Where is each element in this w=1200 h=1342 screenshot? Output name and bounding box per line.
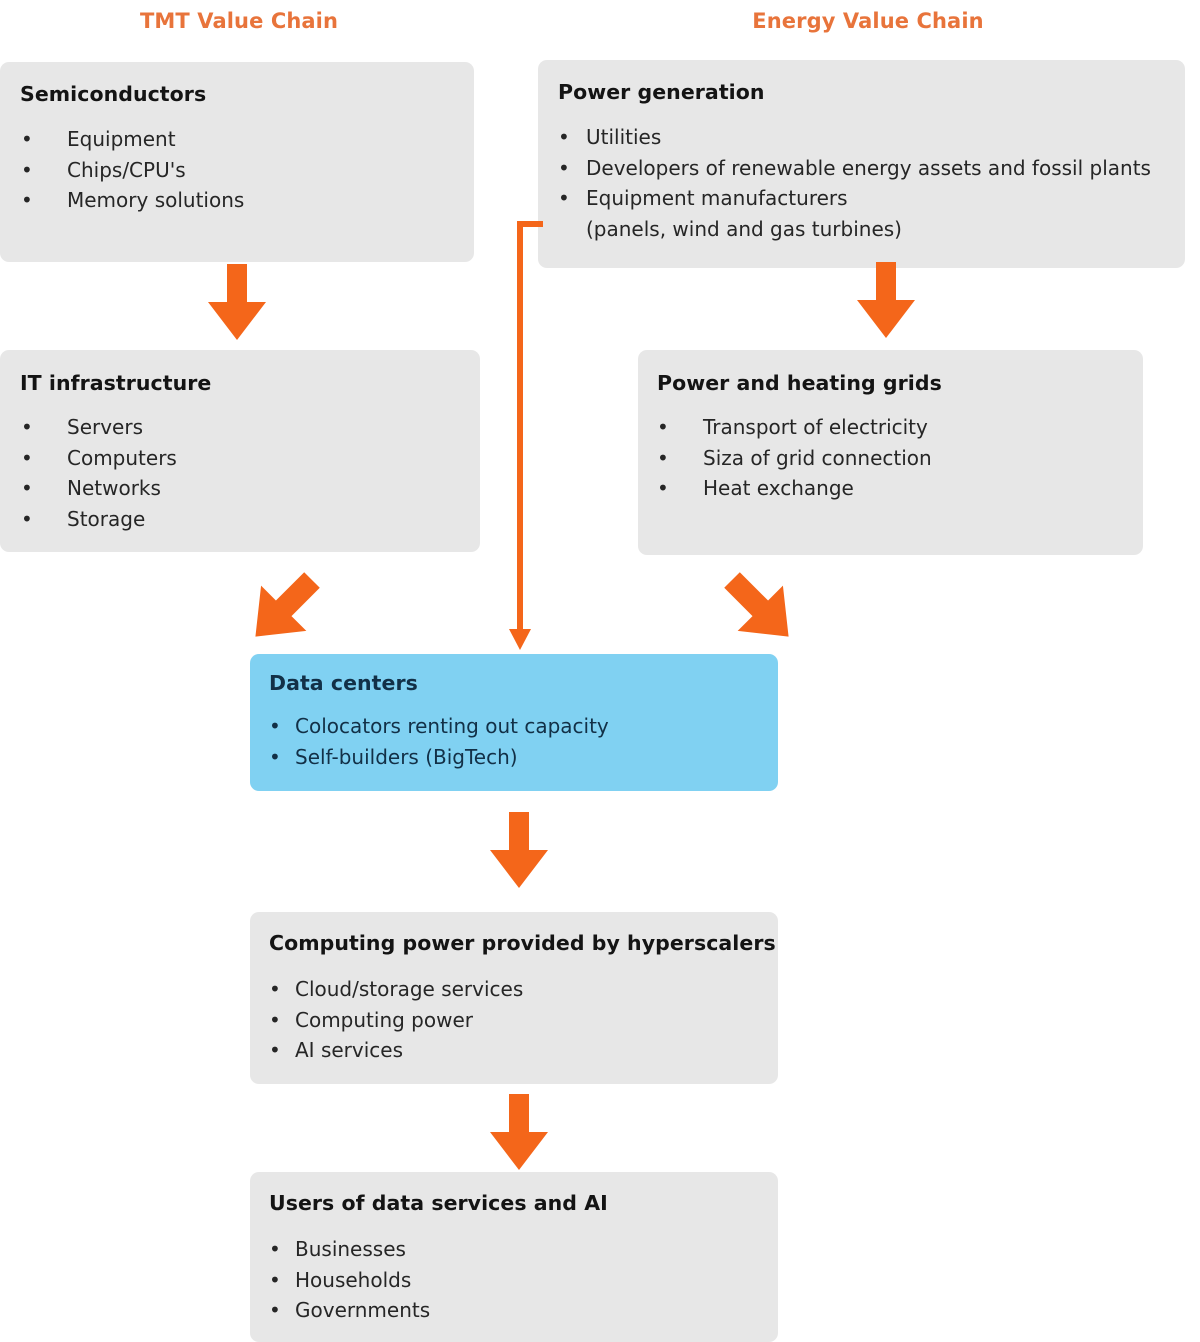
list-item: Computing power bbox=[269, 1005, 523, 1036]
node-title: Computing power provided by hyperscalers bbox=[269, 931, 776, 955]
list-item: Governments bbox=[269, 1295, 430, 1326]
node-hyperscalers[interactable]: Computing power provided by hyperscalers… bbox=[250, 912, 778, 1084]
node-title: IT infrastructure bbox=[20, 371, 212, 395]
node-semiconductors[interactable]: Semiconductors Equipment Chips/CPU's Mem… bbox=[0, 62, 474, 262]
arrow-down-icon bbox=[206, 264, 268, 346]
list-item: Equipment manufacturers (panels, wind an… bbox=[558, 183, 1151, 244]
node-title: Power generation bbox=[558, 80, 765, 104]
node-power-generation[interactable]: Power generation Utilities Developers of… bbox=[538, 60, 1185, 268]
list-item: Storage bbox=[21, 504, 177, 535]
list-item: Servers bbox=[21, 412, 177, 443]
list-item: Colocators renting out capacity bbox=[269, 711, 609, 742]
list-item: Networks bbox=[21, 473, 177, 504]
node-bullet-list: Utilities Developers of renewable energy… bbox=[558, 122, 1151, 244]
node-bullet-list: Servers Computers Networks Storage bbox=[21, 412, 177, 534]
arrow-down-icon bbox=[855, 262, 917, 344]
list-item: Developers of renewable energy assets an… bbox=[558, 153, 1151, 184]
node-title: Data centers bbox=[269, 671, 418, 695]
list-item: AI services bbox=[269, 1035, 523, 1066]
node-bullet-list: Transport of electricity Siza of grid co… bbox=[657, 412, 932, 504]
node-users[interactable]: Users of data services and AI Businesses… bbox=[250, 1172, 778, 1342]
arrow-down-icon bbox=[488, 812, 550, 894]
list-item: Self-builders (BigTech) bbox=[269, 742, 609, 773]
arrow-down-left-icon bbox=[718, 566, 804, 656]
arrow-down-icon bbox=[488, 1094, 550, 1176]
node-it-infrastructure[interactable]: IT infrastructure Servers Computers Netw… bbox=[0, 350, 480, 552]
list-item: Households bbox=[269, 1265, 430, 1296]
list-item: Equipment bbox=[21, 124, 244, 155]
list-item: Memory solutions bbox=[21, 185, 244, 216]
arrow-down-right-icon bbox=[240, 566, 326, 656]
node-bullet-list: Colocators renting out capacity Self-bui… bbox=[269, 711, 609, 772]
elbow-connector-icon bbox=[500, 210, 560, 664]
list-item: Transport of electricity bbox=[657, 412, 932, 443]
node-bullet-list: Businesses Households Governments bbox=[269, 1234, 430, 1326]
node-title: Users of data services and AI bbox=[269, 1191, 608, 1215]
list-item: Chips/CPU's bbox=[21, 155, 244, 186]
list-item: Siza of grid connection bbox=[657, 443, 932, 474]
node-title: Power and heating grids bbox=[657, 371, 942, 395]
list-item: Cloud/storage services bbox=[269, 974, 523, 1005]
node-power-and-heating-grids[interactable]: Power and heating grids Transport of ele… bbox=[638, 350, 1143, 555]
node-bullet-list: Cloud/storage services Computing power A… bbox=[269, 974, 523, 1066]
column-header-energy: Energy Value Chain bbox=[752, 9, 984, 33]
node-bullet-list: Equipment Chips/CPU's Memory solutions bbox=[21, 124, 244, 216]
list-item: Businesses bbox=[269, 1234, 430, 1265]
node-data-centers[interactable]: Data centers Colocators renting out capa… bbox=[250, 654, 778, 791]
list-item: Heat exchange bbox=[657, 473, 932, 504]
list-item: Computers bbox=[21, 443, 177, 474]
list-item: Utilities bbox=[558, 122, 1151, 153]
column-header-tmt: TMT Value Chain bbox=[139, 9, 339, 33]
node-title: Semiconductors bbox=[20, 82, 207, 106]
